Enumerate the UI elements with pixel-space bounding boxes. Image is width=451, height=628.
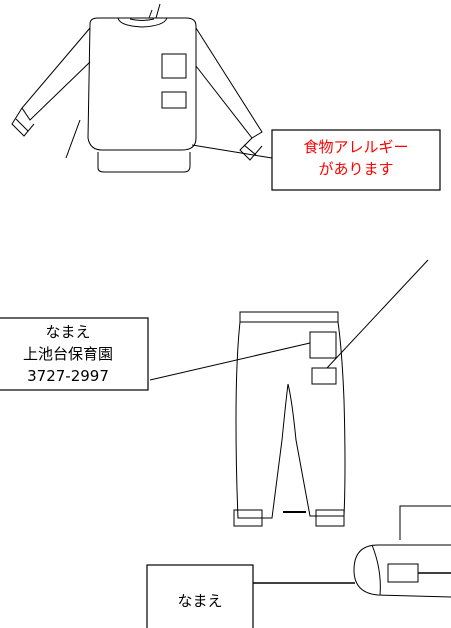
sweatshirt-left-cuff: [11, 107, 35, 137]
shoe-name-box: [146, 564, 254, 628]
sweatshirt-waistband: [97, 152, 191, 173]
allergy-note-text: 食物アレルギー があります: [272, 136, 440, 180]
allergy-leader-line: [191, 144, 273, 159]
allergy-note-line1: 食物アレルギー: [303, 138, 409, 156]
pants-drawing: [149, 259, 429, 527]
pants-name-line2: 上池台保育園: [22, 345, 113, 363]
sweatshirt-body: [87, 17, 197, 151]
sweatshirt-patch-upper: [161, 53, 187, 79]
sweatshirt-right-cuff: [239, 137, 263, 161]
pants-patch-lower: [311, 367, 337, 385]
shoe-name-text: なまえ: [147, 590, 253, 612]
shoe-toe-outline: [353, 544, 451, 598]
shoe-name-patch: [387, 563, 419, 583]
pants-name-line3: 3727-2997: [27, 367, 109, 385]
sweatshirt-left-sleeve: [21, 27, 91, 121]
shoe-name-line1: なまえ: [177, 592, 223, 610]
pants-waistband: [239, 311, 339, 323]
sweatshirt-patch-lower: [161, 91, 187, 109]
sweatshirt-drawing: [11, 3, 273, 173]
allergy-note-line2: があります: [318, 160, 394, 178]
shoe-heel-line: [399, 505, 451, 540]
pants-patch-upper: [309, 331, 337, 359]
shoe-drawing: [253, 505, 451, 598]
pants-name-line1: なまえ: [45, 323, 91, 341]
pants-right-cuff: [315, 509, 345, 527]
pants-name-text: なまえ 上池台保育園 3727-2997: [0, 321, 148, 387]
pants-left-cuff: [233, 509, 263, 527]
sweatshirt-right-sleeve: [195, 27, 263, 139]
sweatshirt-collar: [117, 17, 168, 28]
pants-leader-line: [149, 342, 311, 381]
pants-outline: [235, 321, 346, 519]
pants-name-box: [0, 317, 149, 391]
allergy-note-box: [271, 129, 441, 191]
